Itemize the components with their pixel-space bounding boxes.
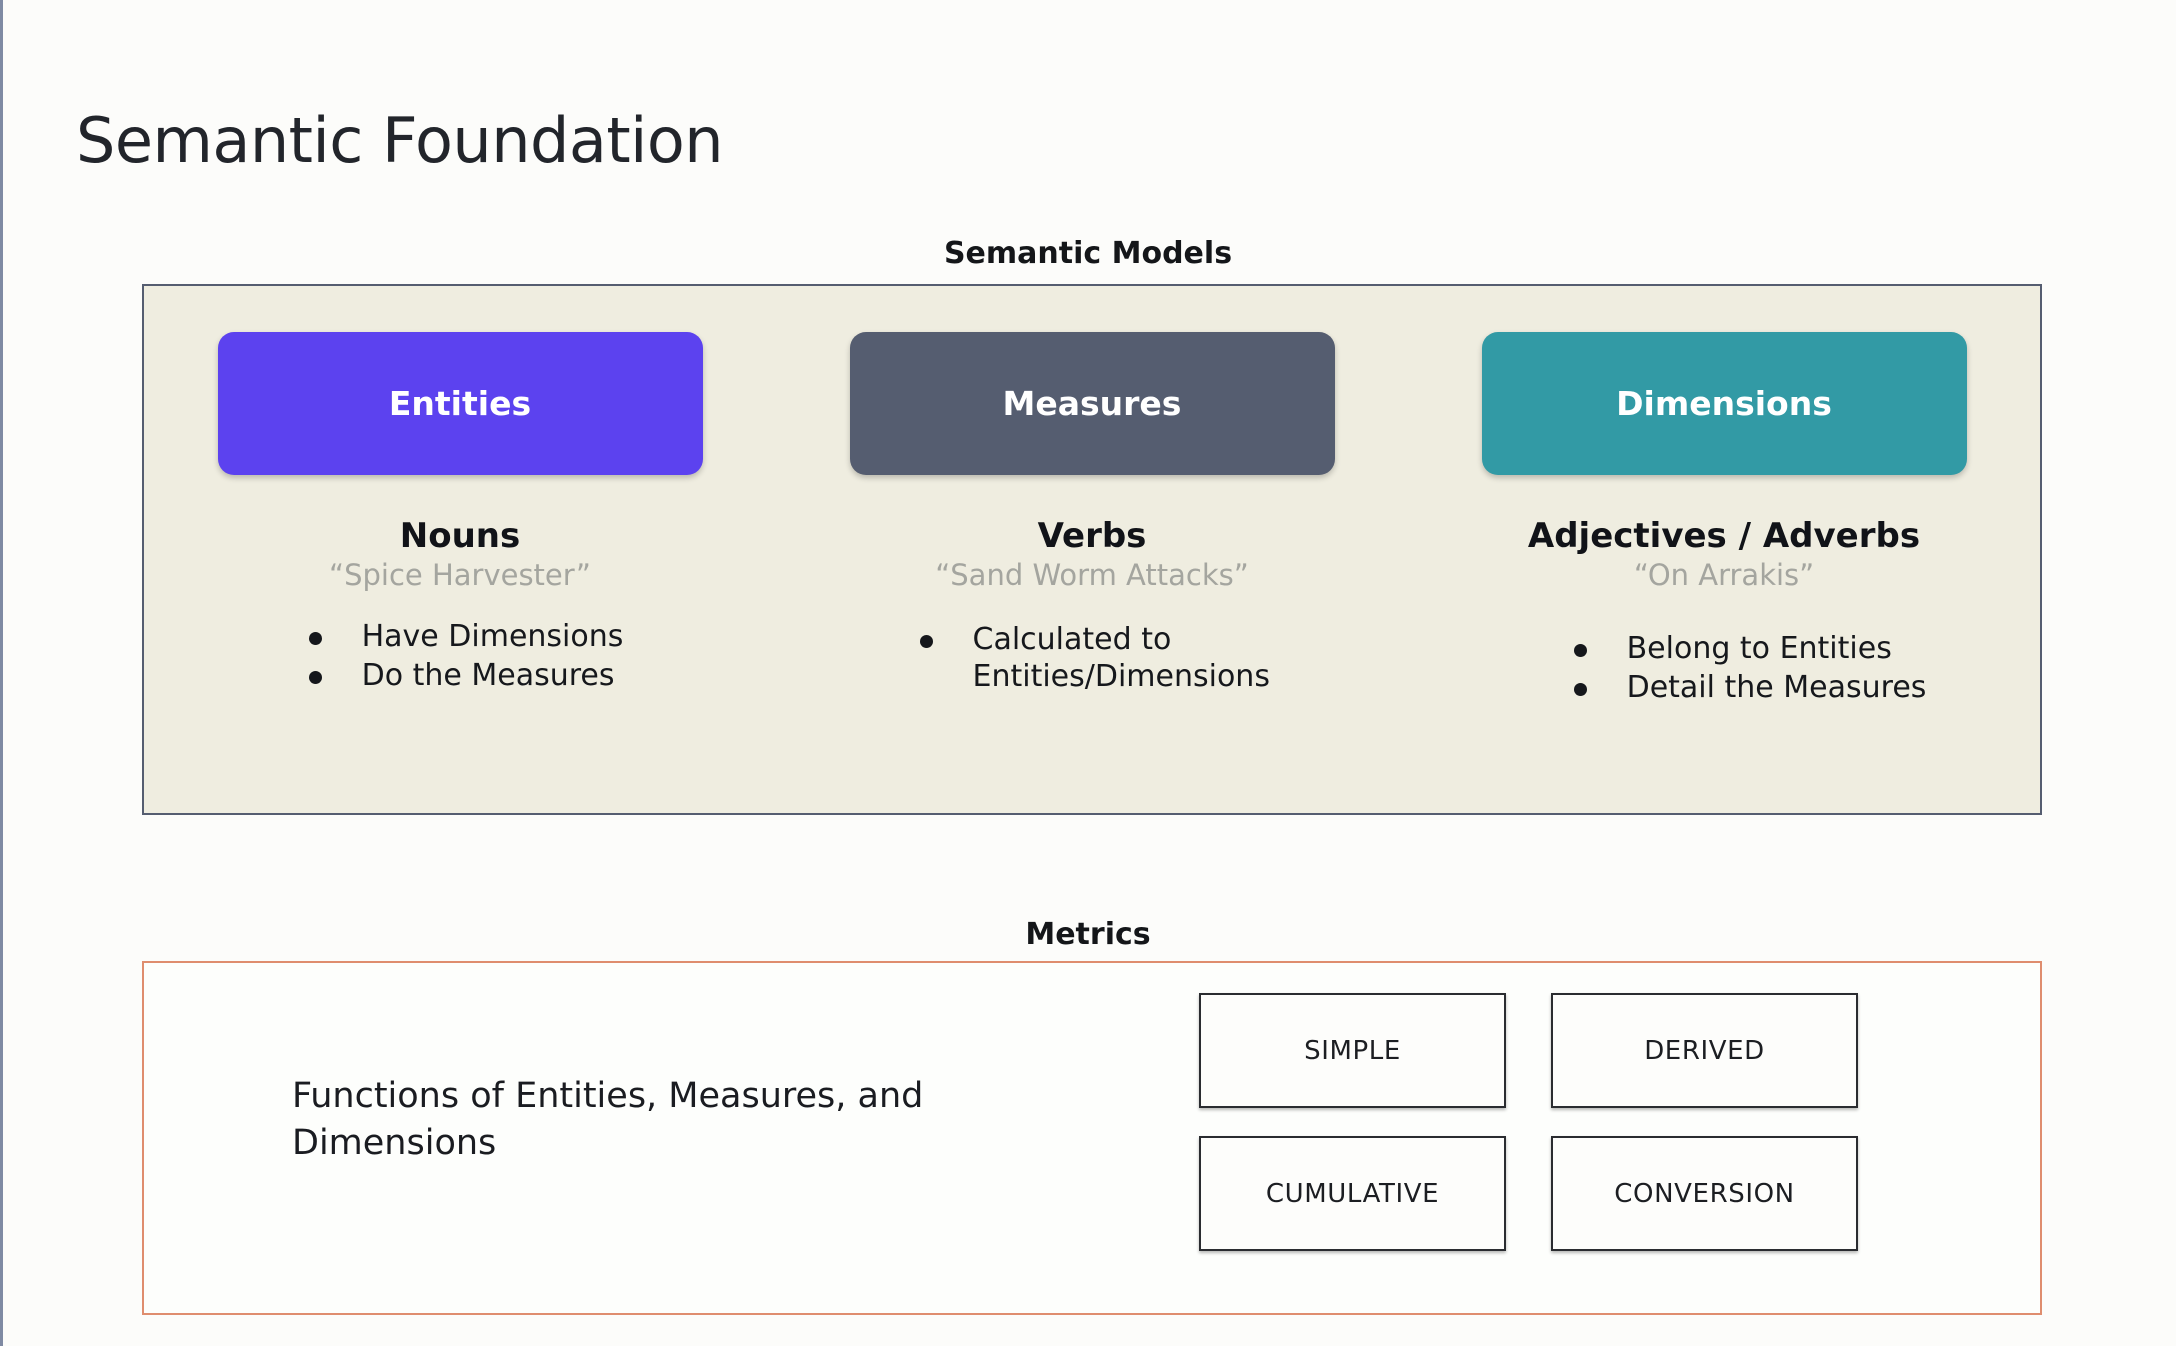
dimensions-bullet-list: Belong to Entities Detail the Measures: [1552, 631, 1927, 708]
semantic-models-caption: Semantic Models: [943, 236, 1233, 271]
dimensions-part-of-speech: Adjectives / Adverbs: [1527, 516, 1921, 556]
measures-pill[interactable]: Measures: [849, 332, 1335, 475]
measures-pill-label: Measures: [1002, 384, 1182, 423]
dimensions-pill[interactable]: Dimensions: [1481, 332, 1967, 475]
entities-pill[interactable]: Entities: [217, 332, 703, 475]
entities-bullet-list: Have Dimensions Do the Measures: [287, 619, 624, 696]
dimensions-example: “On Arrakis”: [1633, 558, 1815, 592]
entities-part-of-speech: Nouns: [399, 516, 521, 556]
page-title: Semantic Foundation: [76, 103, 724, 177]
metric-type-simple[interactable]: SIMPLE: [1199, 993, 1506, 1108]
model-column-measures: Measures Verbs “Sand Worm Attacks” Calcu…: [776, 286, 1408, 813]
list-item: Calculated to Entities/Dimensions: [898, 622, 1303, 695]
left-edge-line: [0, 0, 3, 1346]
list-item: Do the Measures: [287, 658, 624, 695]
measures-part-of-speech: Verbs: [1037, 516, 1147, 556]
metric-type-grid: SIMPLE DERIVED CUMULATIVE CONVERSION: [1199, 993, 1858, 1251]
list-item: Have Dimensions: [287, 619, 623, 656]
model-column-entities: Entities Nouns “Spice Harvester” Have Di…: [144, 286, 776, 813]
list-item: Belong to Entities: [1552, 631, 1927, 668]
measures-bullet-list: Calculated to Entities/Dimensions: [898, 622, 1303, 697]
measures-example: “Sand Worm Attacks”: [935, 558, 1249, 592]
metrics-panel: Functions of Entities, Measures, and Dim…: [142, 961, 2042, 1315]
metrics-caption: Metrics: [1025, 917, 1151, 952]
metric-type-conversion[interactable]: CONVERSION: [1551, 1136, 1858, 1251]
semantic-models-panel: Entities Nouns “Spice Harvester” Have Di…: [142, 284, 2042, 815]
model-column-dimensions: Dimensions Adjectives / Adverbs “On Arra…: [1408, 286, 2040, 813]
semantic-models-grid: Entities Nouns “Spice Harvester” Have Di…: [144, 286, 2040, 813]
entities-pill-label: Entities: [388, 384, 532, 423]
metrics-description: Functions of Entities, Measures, and Dim…: [292, 1076, 924, 1163]
dimensions-pill-label: Dimensions: [1616, 384, 1832, 423]
entities-example: “Spice Harvester”: [329, 558, 591, 592]
list-item: Detail the Measures: [1552, 670, 1926, 707]
metric-type-derived[interactable]: DERIVED: [1551, 993, 1858, 1108]
metric-type-cumulative[interactable]: CUMULATIVE: [1199, 1136, 1506, 1251]
